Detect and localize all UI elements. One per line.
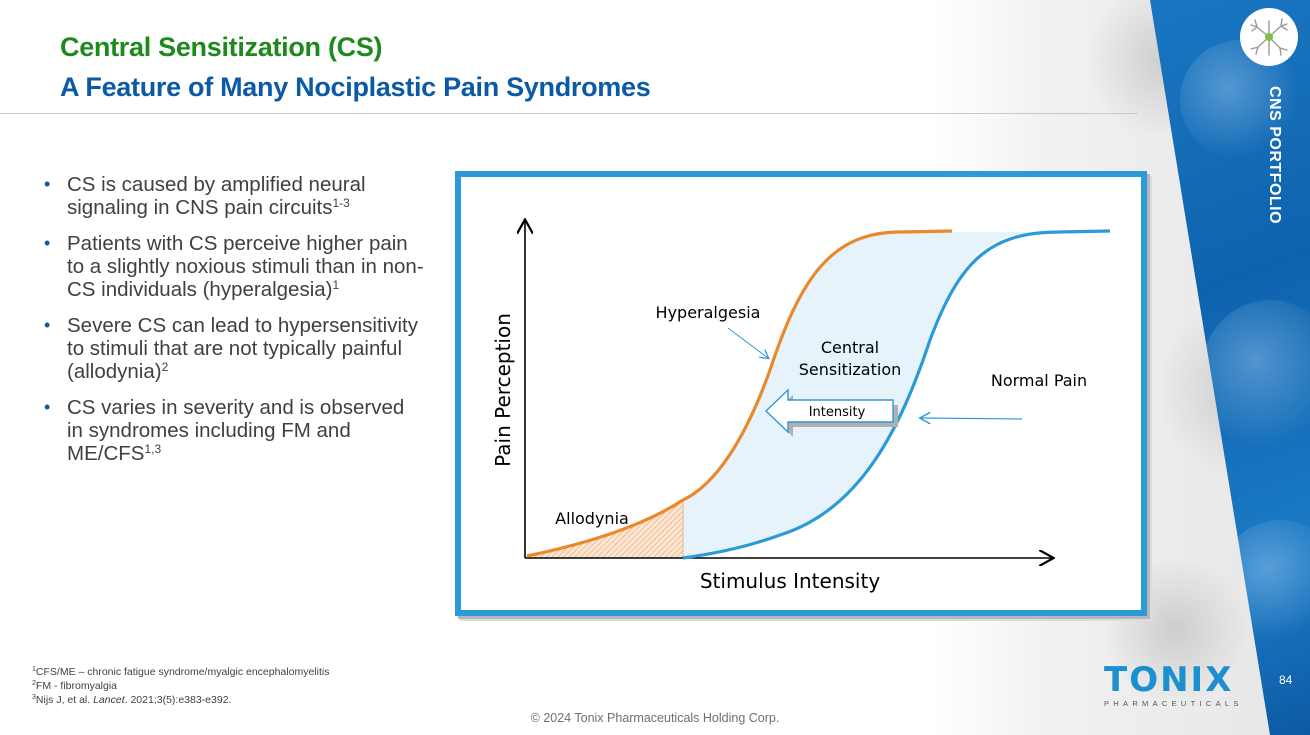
portfolio-label: CNS PORTFOLIO bbox=[1266, 86, 1283, 225]
journal-name: Lancet bbox=[93, 694, 125, 706]
footnote-text: CFS/ME – chronic fatigue syndrome/myalgi… bbox=[35, 666, 330, 678]
bullet-dot-icon: • bbox=[44, 233, 51, 253]
footnote-text: . 2021;3(5):e383-e392. bbox=[124, 694, 232, 706]
footnotes: 1CFS/ME – chronic fatigue syndrome/myalg… bbox=[32, 665, 329, 707]
cs-shaded-region bbox=[683, 232, 1040, 558]
pain-curve-diagram: Intensity Hyperalgesia Central Sensitiza… bbox=[491, 171, 1111, 593]
tonix-logo: TONIX PHARMACEUTICALS bbox=[1104, 660, 1243, 710]
citation: 2 bbox=[161, 360, 169, 374]
page-subtitle: A Feature of Many Nociplastic Pain Syndr… bbox=[60, 72, 651, 102]
citation: 1,3 bbox=[144, 442, 162, 456]
copyright: © 2024 Tonix Pharmaceuticals Holding Cor… bbox=[530, 711, 780, 725]
allodynia-label: Allodynia bbox=[555, 509, 629, 528]
citation: 1 bbox=[332, 278, 340, 292]
bullet-item: • Severe CS can lead to hypersensitivity … bbox=[44, 314, 424, 383]
normal-pain-curve bbox=[682, 229, 1111, 560]
central-sensitization-curve bbox=[526, 229, 953, 558]
citation: 1-3 bbox=[332, 196, 350, 210]
normal-pain-label: Normal Pain bbox=[991, 371, 1087, 390]
intensity-arrow: Intensity bbox=[764, 388, 898, 437]
footnote: 1CFS/ME – chronic fatigue syndrome/myalg… bbox=[32, 665, 329, 679]
bullet-list: • CS is caused by amplified neural signal… bbox=[44, 173, 424, 478]
central-label-line2: Sensitization bbox=[799, 360, 902, 379]
footnote-marker: 1 bbox=[32, 666, 36, 673]
footnote: 3Nijs J, et al. Lancet. 2021;3(5):e383-e… bbox=[32, 693, 329, 707]
bullet-item: • Patients with CS perceive higher pain t… bbox=[44, 232, 424, 301]
title-divider bbox=[0, 113, 1138, 114]
intensity-label: Intensity bbox=[809, 405, 866, 420]
bullet-text: CS is caused by amplified neural signali… bbox=[67, 173, 366, 219]
bullet-text: CS varies in severity and is observed in… bbox=[67, 396, 405, 465]
footnote: 2FM - fibromyalgia bbox=[32, 679, 329, 693]
page-number: 84 bbox=[1279, 673, 1293, 687]
footnote-text: FM - fibromyalgia bbox=[35, 680, 118, 692]
bullet-text: Patients with CS perceive higher pain to… bbox=[67, 232, 424, 301]
hyperalgesia-label: Hyperalgesia bbox=[656, 303, 761, 322]
bullet-dot-icon: • bbox=[44, 174, 51, 194]
page-title: Central Sensitization (CS) bbox=[60, 32, 383, 62]
bullet-dot-icon: • bbox=[44, 315, 51, 335]
brand-name: TONIX bbox=[1104, 660, 1234, 700]
bullet-item: • CS varies in severity and is observed i… bbox=[44, 396, 424, 465]
neuron-icon bbox=[1240, 8, 1298, 66]
footnote-marker: 3 bbox=[32, 694, 36, 701]
hyperalgesia-pointer bbox=[727, 327, 768, 358]
bullet-text: Severe CS can lead to hypersensitivity t… bbox=[67, 314, 418, 383]
footnote-marker: 2 bbox=[32, 680, 36, 687]
normal-pain-pointer bbox=[921, 418, 1023, 419]
central-label-line1: Central bbox=[821, 338, 879, 357]
bullet-item: • CS is caused by amplified neural signal… bbox=[44, 173, 424, 219]
footnote-text: Nijs J, et al. bbox=[35, 694, 94, 706]
bullet-dot-icon: • bbox=[44, 397, 51, 417]
diagram-frame: Intensity Hyperalgesia Central Sensitiza… bbox=[455, 171, 1147, 616]
brand-subtitle: PHARMACEUTICALS bbox=[1104, 699, 1243, 708]
y-axis-label: Pain Perception bbox=[491, 313, 515, 467]
x-axis-label: Stimulus Intensity bbox=[700, 569, 880, 593]
